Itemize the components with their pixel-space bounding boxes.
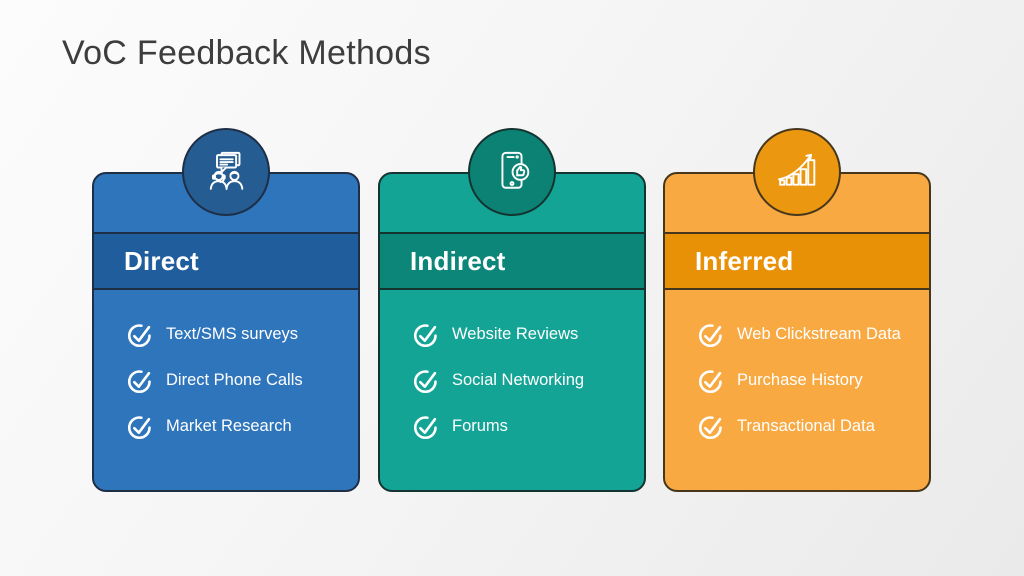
card-indirect-header: Indirect bbox=[380, 232, 644, 290]
check-circle-icon bbox=[698, 367, 725, 394]
card-inferred: Inferred Web Clickstream Data bbox=[663, 128, 931, 492]
check-circle-icon bbox=[127, 367, 154, 394]
check-circle-icon bbox=[698, 321, 725, 348]
card-direct-badge bbox=[182, 128, 270, 216]
list-item: Social Networking bbox=[413, 357, 636, 403]
check-circle-icon bbox=[413, 413, 440, 440]
card-direct-label: Direct bbox=[124, 245, 199, 276]
growth-chart-icon bbox=[778, 153, 816, 186]
check-circle-icon bbox=[698, 413, 725, 440]
list-item-label: Purchase History bbox=[737, 370, 863, 389]
list-item-label: Transactional Data bbox=[737, 416, 875, 435]
page-title: VoC Feedback Methods bbox=[62, 34, 431, 72]
list-item-label: Forums bbox=[452, 416, 508, 435]
card-indirect-badge bbox=[468, 128, 556, 216]
list-item: Transactional Data bbox=[698, 403, 921, 449]
check-circle-icon bbox=[127, 413, 154, 440]
card-inferred-header: Inferred bbox=[665, 232, 929, 290]
list-item-label: Market Research bbox=[166, 416, 292, 435]
card-direct-items: Text/SMS surveys Direct Phone Calls bbox=[94, 290, 358, 449]
list-item-label: Social Networking bbox=[452, 370, 585, 389]
list-item-label: Text/SMS surveys bbox=[166, 324, 299, 343]
check-circle-icon bbox=[413, 321, 440, 348]
list-item: Forums bbox=[413, 403, 636, 449]
card-inferred-badge bbox=[753, 128, 841, 216]
mobile-thumbs-up-icon bbox=[501, 151, 530, 189]
list-item-label: Direct Phone Calls bbox=[166, 370, 303, 389]
card-inferred-label: Inferred bbox=[695, 245, 794, 276]
card-indirect-items: Website Reviews Social Networking bbox=[380, 290, 644, 449]
list-item-label: Website Reviews bbox=[452, 324, 579, 343]
list-item: Text/SMS surveys bbox=[127, 311, 350, 357]
check-circle-icon bbox=[413, 367, 440, 394]
list-item: Website Reviews bbox=[413, 311, 636, 357]
list-item-label: Web Clickstream Data bbox=[737, 324, 901, 343]
card-indirect: Indirect Website Reviews bbox=[378, 128, 646, 492]
card-direct: Direct Text/SMS surveys bbox=[92, 128, 360, 492]
check-circle-icon bbox=[127, 321, 154, 348]
conversation-people-icon bbox=[209, 151, 244, 190]
card-indirect-label: Indirect bbox=[410, 245, 506, 276]
card-direct-header: Direct bbox=[94, 232, 358, 290]
list-item: Direct Phone Calls bbox=[127, 357, 350, 403]
list-item: Market Research bbox=[127, 403, 350, 449]
list-item: Purchase History bbox=[698, 357, 921, 403]
list-item: Web Clickstream Data bbox=[698, 311, 921, 357]
card-inferred-items: Web Clickstream Data Purchase History bbox=[665, 290, 929, 449]
